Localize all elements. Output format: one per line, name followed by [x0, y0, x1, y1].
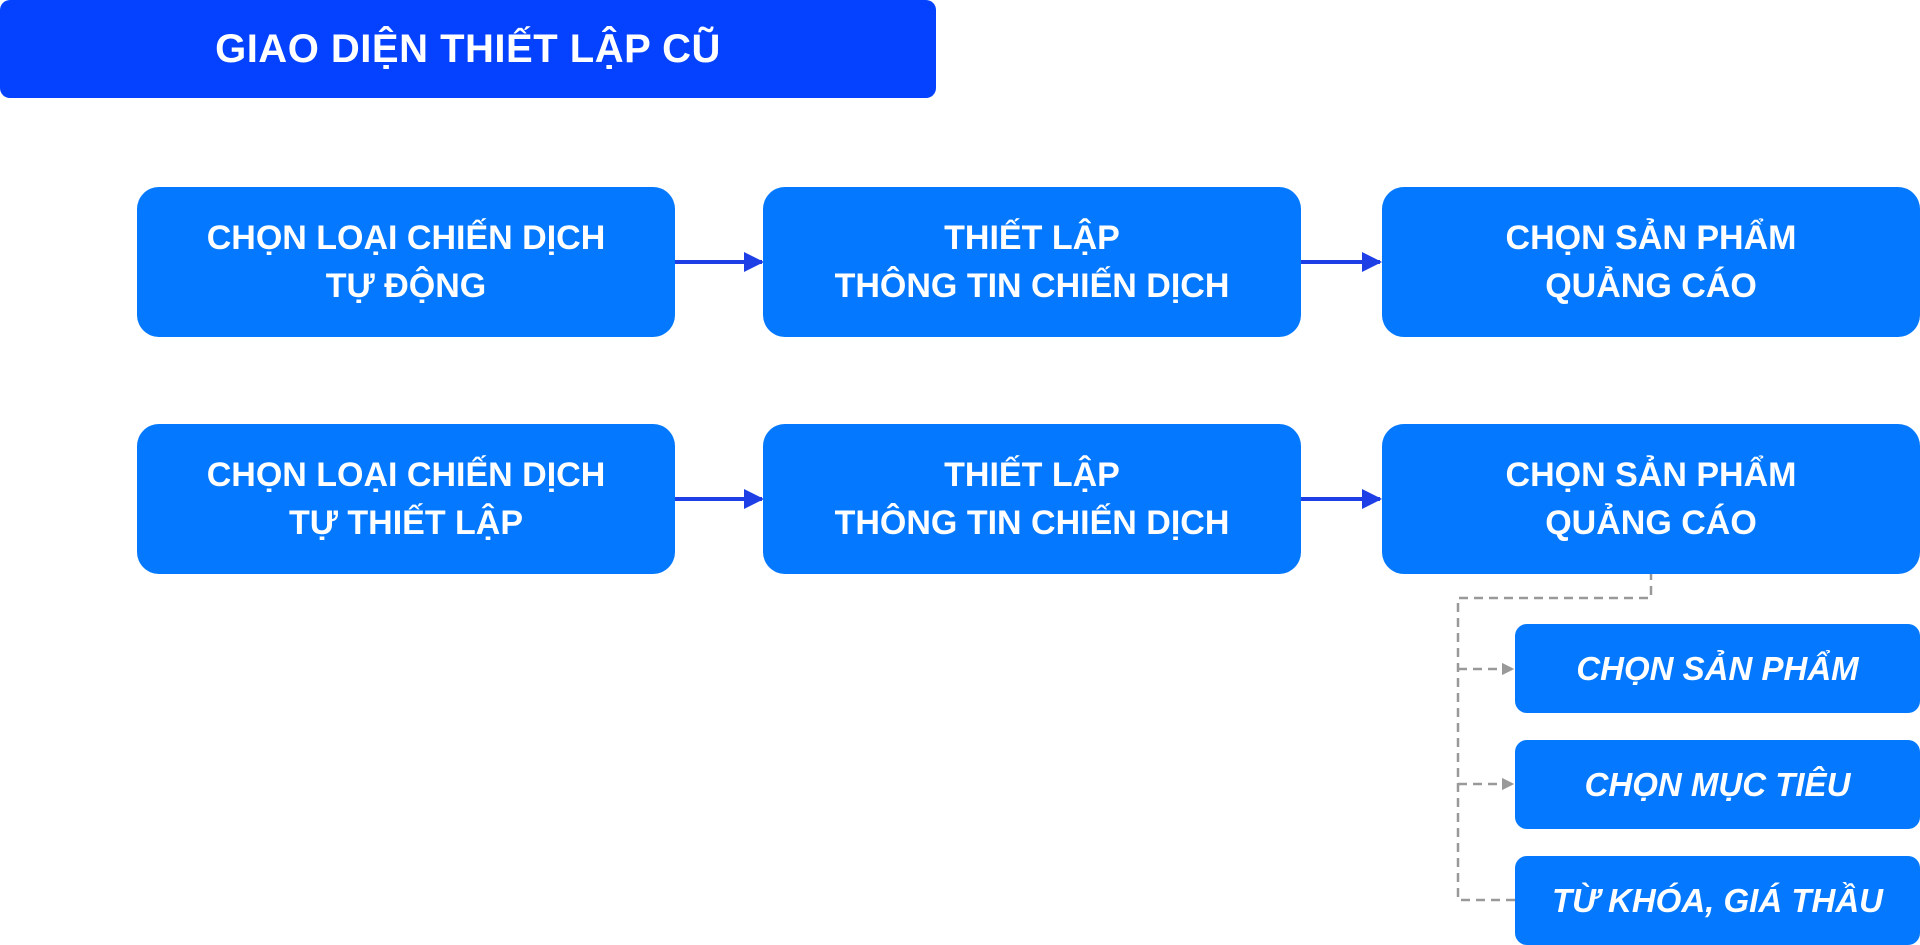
- row2-step3-line2: QUẢNG CÁO: [1545, 504, 1757, 542]
- substep-label-3: TỪ KHÓA, GIÁ THẦU: [1552, 881, 1883, 919]
- dashed-branch-connector: [1456, 556, 1653, 902]
- row2-step1-box: CHỌN LOẠI CHIẾN DỊCH TỰ THIẾT LẬP: [137, 424, 675, 574]
- diagram-title: GIAO DIỆN THIẾT LẬP CŨ: [215, 26, 721, 71]
- row2-step1-line1: CHỌN LOẠI CHIẾN DỊCH: [206, 456, 606, 494]
- row1-step2-line2: THÔNG TIN CHIẾN DỊCH: [834, 267, 1230, 305]
- row1-step3-box: CHỌN SẢN PHẨM QUẢNG CÁO: [1382, 187, 1920, 337]
- row1-step2-box: THIẾT LẬP THÔNG TIN CHIẾN DỊCH: [763, 187, 1301, 337]
- row1-step3-line2: QUẢNG CÁO: [1545, 267, 1757, 305]
- substep-box-2: CHỌN MỤC TIÊU: [1515, 740, 1920, 829]
- row2-step2-box: THIẾT LẬP THÔNG TIN CHIẾN DỊCH: [763, 424, 1301, 574]
- substep-label-1: CHỌN SẢN PHẨM: [1576, 649, 1859, 687]
- row1-step1-box: CHỌN LOẠI CHIẾN DỊCH TỰ ĐỘNG: [137, 187, 675, 337]
- substep-box-3: TỪ KHÓA, GIÁ THẦU: [1515, 856, 1920, 945]
- row1-step2-line1: THIẾT LẬP: [944, 219, 1120, 257]
- row2-step3-line1: CHỌN SẢN PHẨM: [1505, 456, 1797, 494]
- diagram-title-banner: GIAO DIỆN THIẾT LẬP CŨ: [0, 0, 936, 98]
- row2-step2-line1: THIẾT LẬP: [944, 456, 1120, 494]
- row2-step2-line2: THÔNG TIN CHIẾN DỊCH: [834, 504, 1230, 542]
- row2-step3-box: CHỌN SẢN PHẨM QUẢNG CÁO: [1382, 424, 1920, 574]
- substep-box-1: CHỌN SẢN PHẨM: [1515, 624, 1920, 713]
- row1-step3-line1: CHỌN SẢN PHẨM: [1505, 219, 1797, 257]
- row1-step1-line1: CHỌN LOẠI CHIẾN DỊCH: [206, 219, 606, 257]
- row1-step1-line2: TỰ ĐỘNG: [325, 267, 487, 305]
- row2-step1-line2: TỰ THIẾT LẬP: [288, 504, 524, 542]
- substep-label-2: CHỌN MỤC TIÊU: [1584, 765, 1851, 803]
